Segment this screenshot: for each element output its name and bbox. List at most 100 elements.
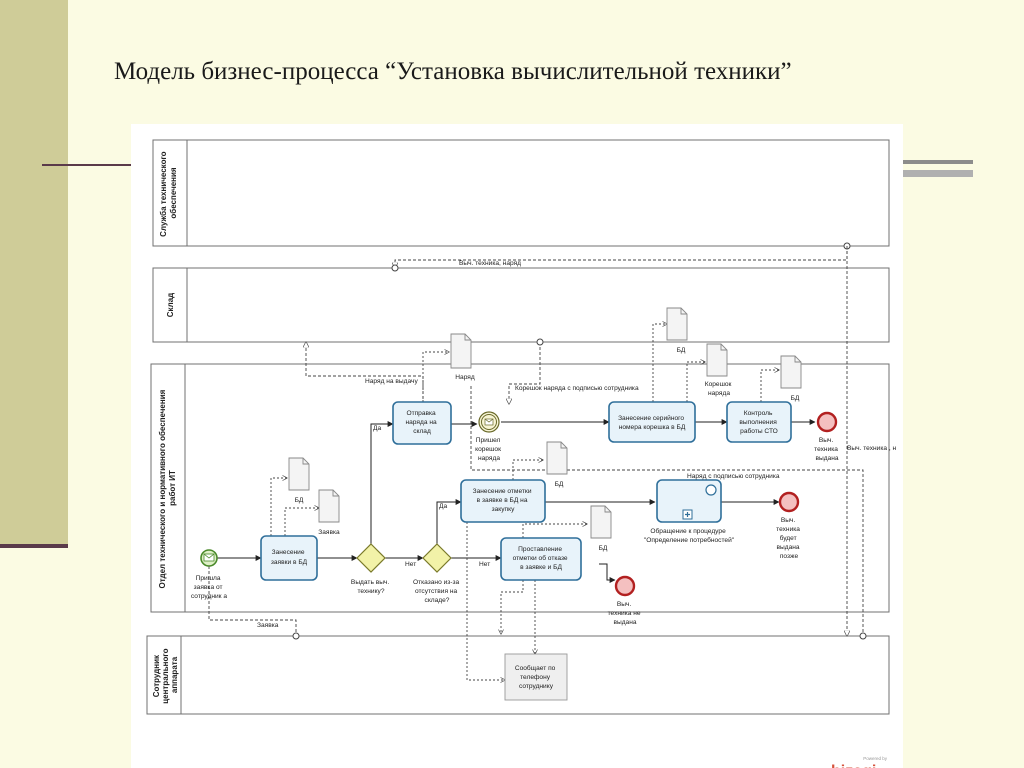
end-event-pozzhe: Выч. техника будет выдана позже	[776, 491, 800, 560]
task-label-line: отметки об отказе	[513, 554, 568, 562]
svg-text:Выдать выч. технику?: Выдать выч. технику?	[351, 579, 391, 595]
data-object-label: БД	[599, 545, 608, 552]
lane-label-line: Отдел технического и нормативного обеспе…	[158, 389, 167, 588]
lane-label-line: Склад	[166, 293, 175, 318]
flow-label-da: Да	[439, 503, 447, 510]
task-label-line: заявки в БД	[271, 559, 308, 566]
task-label-line: работы СТО	[740, 427, 778, 435]
task-label-line: Занесение отметки	[473, 488, 532, 495]
gateway-label-line: Выдать выч.	[351, 579, 389, 586]
flow-label-da: Да	[373, 425, 381, 432]
event-label-line: будет	[780, 534, 797, 542]
message-flow-request	[208, 566, 297, 636]
decorative-left-band	[0, 0, 68, 548]
note-line: Сообщает по	[515, 664, 556, 672]
end-event-ne-vydana: Выч. техника не выдана	[608, 575, 641, 626]
svg-text:Занесение серийного номе: Занесение серийного номера корешка в БД	[618, 414, 686, 431]
svg-text:Отдел технического и нормативн: Отдел технического и нормативного обеспе…	[158, 387, 177, 588]
task-otpravka-naryada: Отправка наряда на склад	[392, 401, 452, 445]
task-label-line: Занесение серийного	[618, 414, 684, 422]
lane-label-line: работ ИТ	[168, 470, 177, 506]
gateway-label-line: складе?	[425, 597, 450, 604]
svg-text:Выч. техника выдан: Выч. техника выдана	[814, 437, 840, 462]
event-label-line: Пришла	[196, 575, 221, 582]
lane-label-line: аппарата	[170, 656, 179, 693]
data-object-bd-2: БД	[666, 307, 688, 354]
task-label-line: склад	[413, 428, 431, 435]
task-zanesenie-zayavki: Занесение заявки в БД	[260, 535, 318, 581]
flow-label-net: Нет	[405, 561, 416, 568]
sequence-flows	[217, 419, 816, 583]
data-object-label: Наряд	[455, 374, 475, 381]
end-event-vydana: Выч. техника выдана	[814, 411, 840, 462]
task-zanesenie-serijnogo: Занесение серийного номера корешка в БД	[608, 401, 696, 443]
start-event: Пришла заявка от сотрудник а	[191, 549, 227, 600]
task-label-line: Контроль	[744, 410, 773, 417]
message-flow-origin	[391, 264, 399, 272]
svg-text:Служба технического обес: Служба технического обеспечения	[159, 149, 178, 237]
svg-text:Занесение отметки в заяв: Занесение отметки в заявке в БД на закуп…	[473, 488, 534, 513]
task-zanesenie-otmetki-zakupka: Занесение отметки в заявке в БД на закуп…	[460, 479, 546, 523]
timer-event-icon	[705, 484, 717, 496]
event-label-line: сотрудник а	[191, 593, 227, 600]
message-label: Корешок наряда с подписью сотрудника	[515, 385, 639, 392]
lane-label-line: Служба технического	[159, 151, 168, 236]
event-label-line: Выч.	[617, 601, 632, 608]
message-label: Заявка	[257, 622, 279, 629]
gateway-label-line: Отказано из-за	[413, 579, 460, 586]
gateway-vydat-tekhniku: Выдать выч. технику?	[351, 543, 391, 595]
decorative-divider-right	[903, 160, 973, 164]
task-label-line: Отправка	[406, 410, 436, 417]
bpmn-diagram-canvas: Служба технического обеспечения Склад От…	[131, 124, 903, 768]
lane-label-line: обеспечения	[169, 167, 178, 219]
event-label-line: Выч.	[819, 437, 834, 444]
event-label-line: выдана	[815, 455, 838, 462]
event-label-line: техника	[814, 446, 838, 453]
flow-label-net: Нет	[479, 561, 490, 568]
task-label-line: Проставление	[518, 546, 562, 553]
data-object-bd-1: БД	[288, 457, 310, 504]
task-label-line: закупку	[492, 506, 515, 513]
message-label: Наряд на выдачу	[365, 378, 418, 385]
gateway-label-line: отсутствия на	[415, 588, 458, 595]
data-object-label: БД	[791, 395, 800, 402]
gateway-otkazano: Отказано из-за отсутствия на складе?	[413, 543, 460, 604]
task-label-line: Занесение	[272, 549, 305, 556]
data-object-label: БД	[295, 497, 304, 504]
subprocess-opredelenie-potrebnostej: Обращение к процедуре "Определение потре…	[644, 479, 735, 544]
event-label-line: выдана	[613, 619, 636, 626]
svg-text:Сообщает по телефону: Сообщает по телефону сотруднику	[515, 664, 557, 690]
subprocess-label-line: Обращение к процедуре	[650, 527, 726, 535]
event-label-line: Выч.	[781, 517, 796, 524]
event-label-line: корешок	[475, 446, 501, 453]
bpmn-diagram: Служба технического обеспечения Склад От…	[146, 139, 897, 768]
message-flow-signed-stub	[509, 342, 541, 404]
subprocess-label-line: "Определение потребностей"	[644, 536, 735, 544]
data-object-bd-5: БД	[590, 505, 612, 552]
event-label-line: техника	[776, 526, 800, 533]
note-line: телефону	[520, 674, 551, 681]
lane-label-line: центрального	[161, 648, 170, 703]
task-kontrol-vypolneniya: Контроль выполнения работы СТО	[726, 401, 792, 443]
bizagi-watermark: Powered by bizagi	[831, 756, 888, 768]
lane-label-line: Сотрудник	[152, 654, 161, 697]
annotation-note: Сообщает по телефону сотруднику	[504, 653, 568, 701]
watermark-brand: bizagi	[831, 763, 876, 768]
message-label: Выч. техника , н	[847, 445, 897, 452]
lane-warehouse: Склад	[152, 267, 890, 343]
message-label: Наряд с подписью сотрудника	[687, 473, 780, 480]
gateway-label-line: технику?	[357, 588, 384, 595]
decorative-divider-top	[42, 164, 134, 166]
svg-text:Сотрудник центрального: Сотрудник центрального аппарата	[152, 646, 179, 704]
data-object-label: БД	[555, 481, 564, 488]
data-object-naryad: Наряд	[450, 333, 475, 381]
svg-text:Склад: Склад	[166, 293, 175, 318]
task-label-line: в заявке в БД на	[477, 497, 528, 504]
event-label-line: заявка от	[194, 584, 223, 591]
message-label: Выч. техника, наряд	[459, 260, 521, 267]
task-label-line: номера корешка в БД	[619, 424, 686, 431]
data-associations	[270, 324, 779, 680]
svg-text:Пришла заявка от с: Пришла заявка от сотрудник а	[191, 575, 227, 600]
data-object-bd-3: БД	[780, 355, 802, 402]
intermediate-catch-event: Пришел корешок наряда	[475, 411, 501, 462]
